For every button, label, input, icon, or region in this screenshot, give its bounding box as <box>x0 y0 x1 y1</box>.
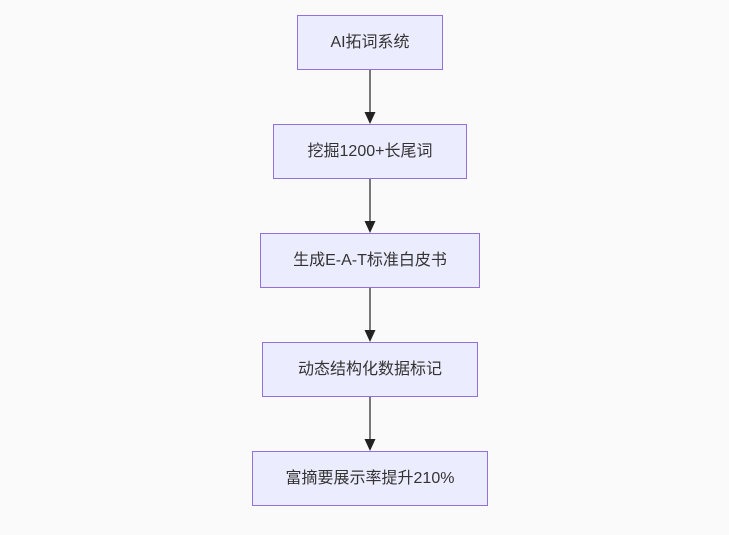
edge-connector-1 <box>364 70 376 124</box>
arrowhead-down-icon-2 <box>364 221 376 233</box>
edge-connector-4 <box>364 397 376 451</box>
flow-node-4: 动态结构化数据标记 <box>262 342 478 397</box>
arrowhead-down-icon-4 <box>364 439 376 451</box>
arrowhead-down-icon-1 <box>364 112 376 124</box>
arrowhead-down-icon-3 <box>364 330 376 342</box>
flow-node-3: 生成E-A-T标准白皮书 <box>260 233 480 288</box>
flow-node-2: 挖掘1200+长尾词 <box>273 124 467 179</box>
flow-node-1: AI拓词系统 <box>297 15 443 70</box>
edge-connector-3 <box>364 288 376 342</box>
edge-connector-2 <box>364 179 376 233</box>
flow-node-5: 富摘要展示率提升210% <box>252 451 488 506</box>
